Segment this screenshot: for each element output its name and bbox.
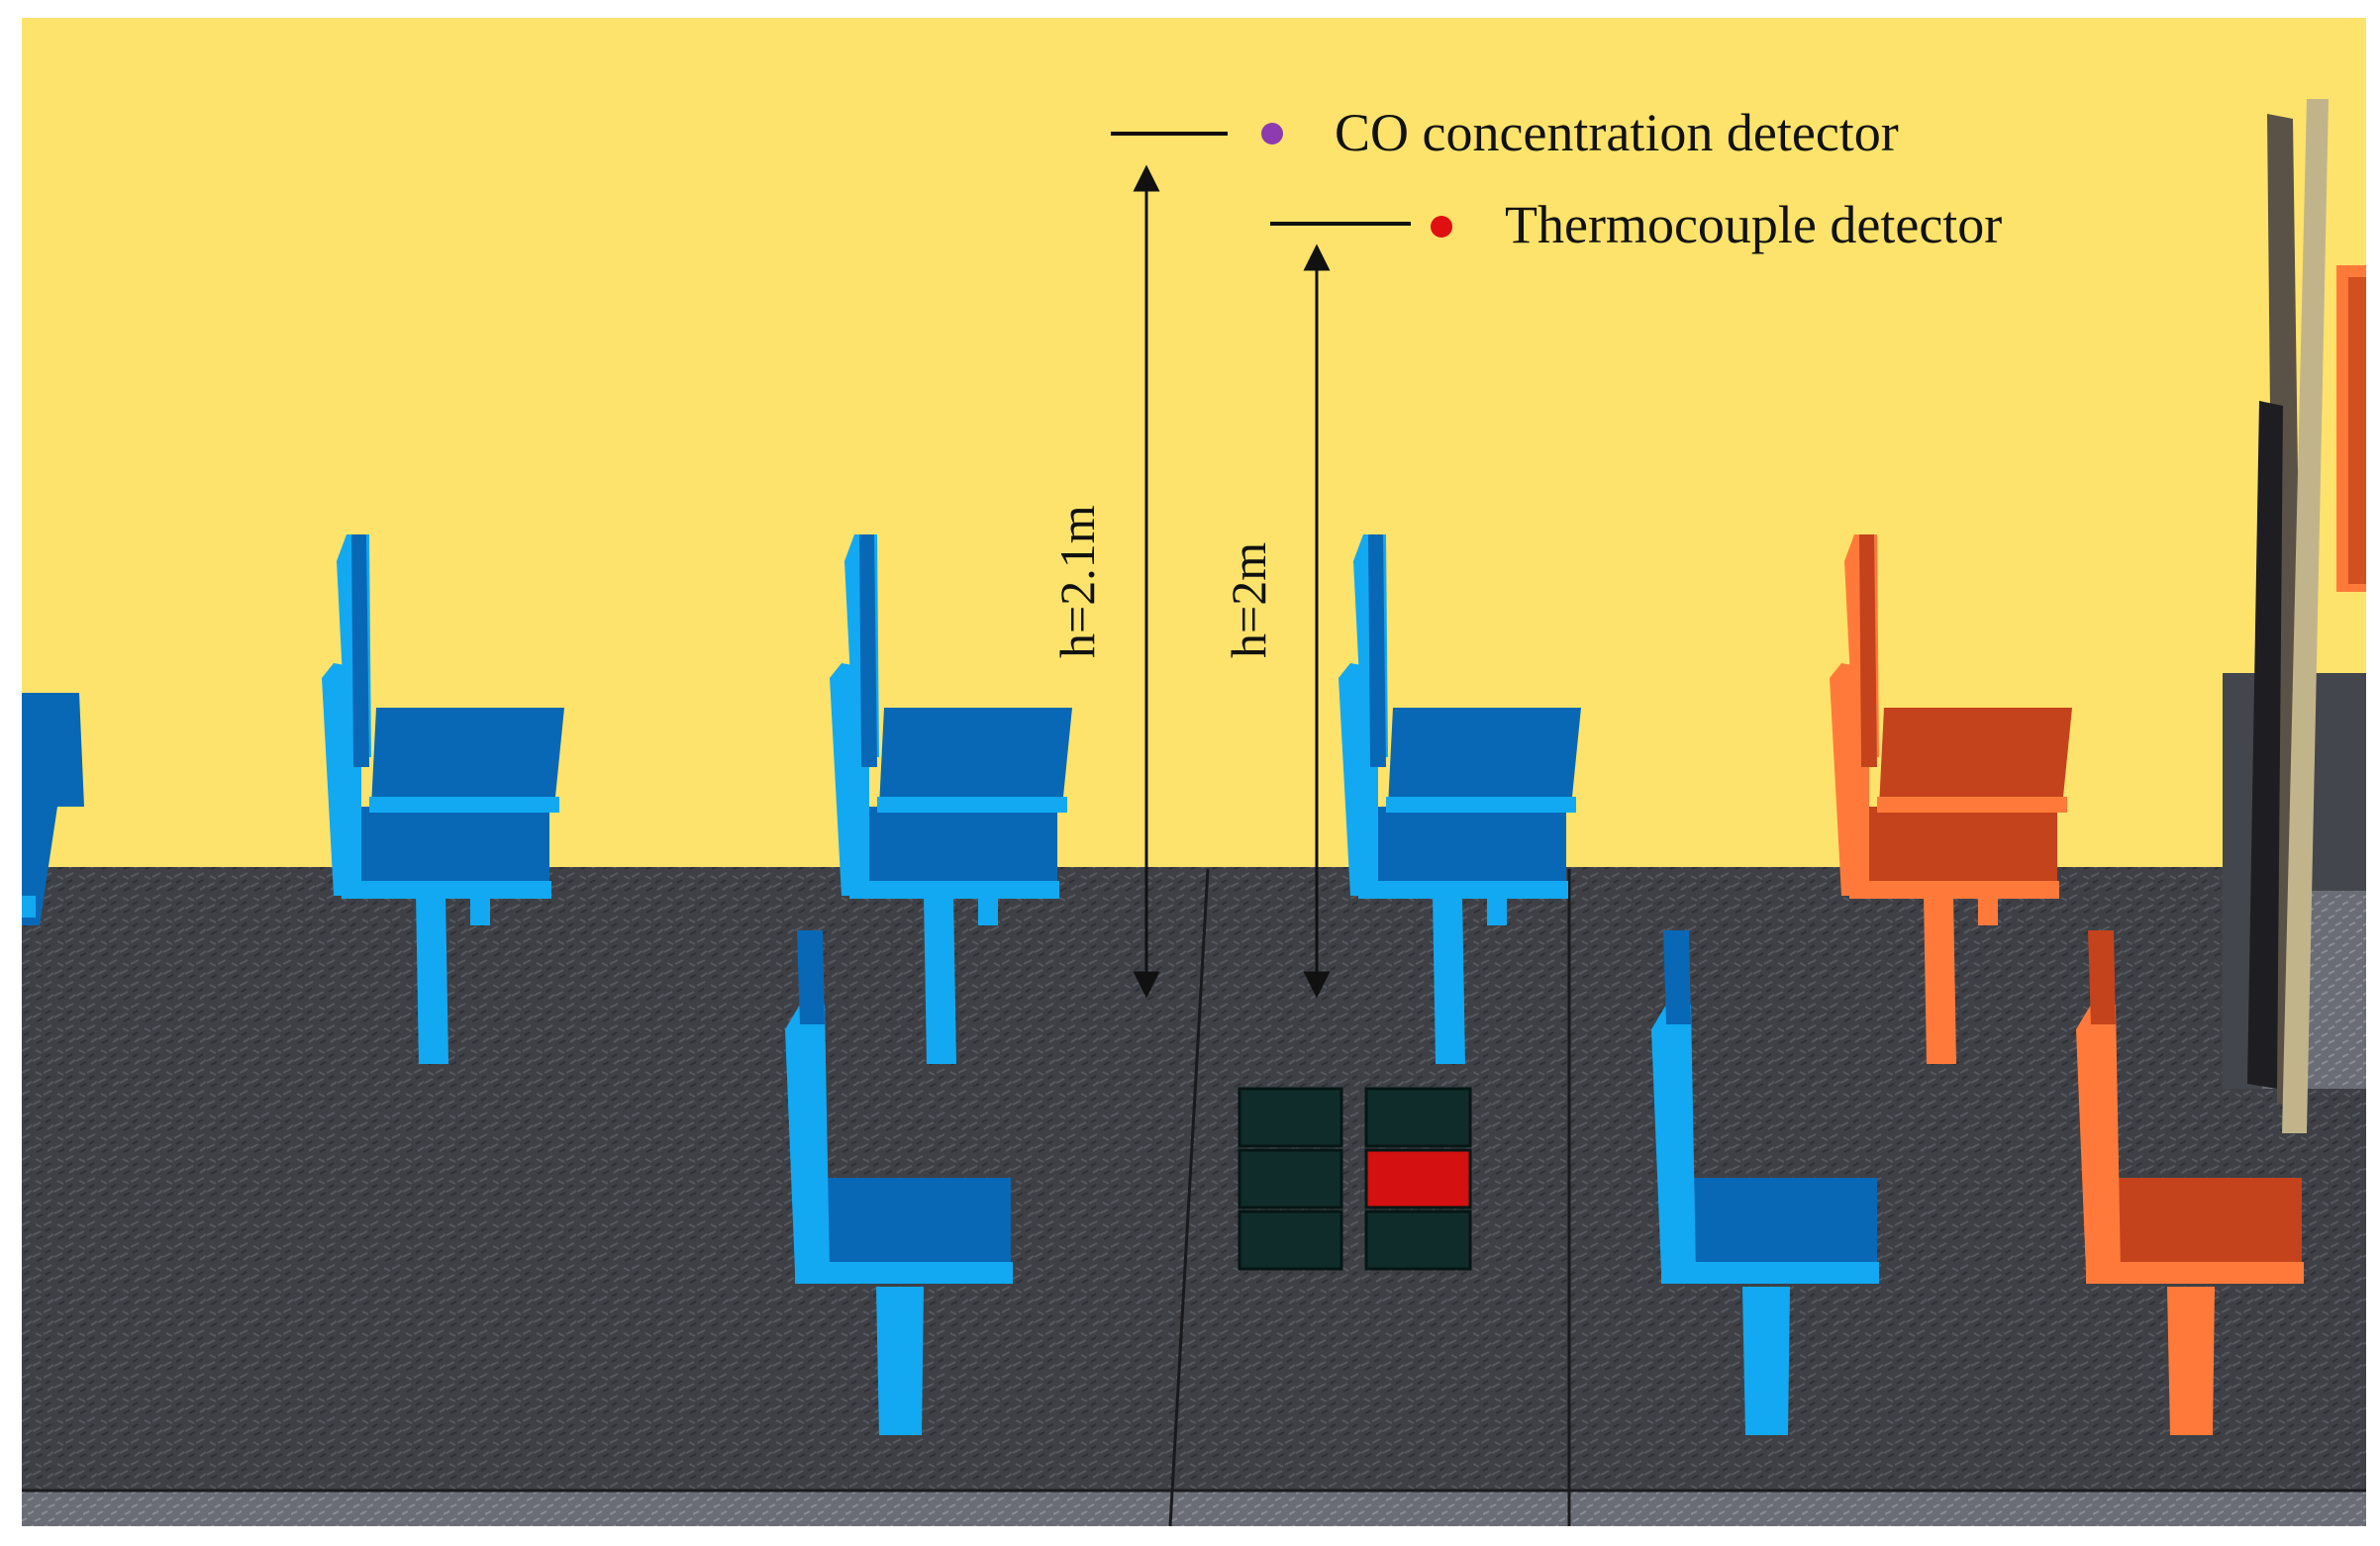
co-detector-label: CO concentration detector — [1335, 103, 1899, 162]
tc-detector-label: Thermocouple detector — [1505, 195, 2002, 254]
seat-base — [371, 708, 564, 807]
right-pole — [2282, 99, 2329, 1133]
seat-edge — [795, 1262, 1013, 1284]
seat-leg — [1742, 1287, 1790, 1435]
right-pole-dark-2 — [2247, 401, 2283, 1089]
seat-back-face — [859, 534, 877, 767]
seat-edge — [369, 797, 559, 813]
seat-back — [785, 1005, 830, 1272]
seat-base — [1689, 1178, 1877, 1277]
seat-base — [342, 807, 549, 896]
seat-edge — [1849, 881, 2059, 899]
co-detector-marker — [1261, 123, 1283, 145]
seat-leg — [470, 894, 490, 925]
seat-base — [1358, 807, 1566, 896]
seat-base — [849, 807, 1057, 896]
seat-back-top — [2088, 930, 2116, 1024]
fire-block — [1364, 1209, 1472, 1271]
co-height-label: h=2.1m — [1049, 505, 1105, 658]
seat-base — [22, 693, 84, 807]
seat-leg — [416, 894, 448, 1064]
seat-base — [1849, 807, 2057, 896]
seat-leg — [924, 894, 956, 1064]
seat-edge — [1877, 797, 2067, 813]
floor-edge-strip — [22, 1491, 2366, 1526]
seat-base — [1388, 708, 1581, 807]
seat-leg — [1433, 894, 1465, 1064]
seat-edge — [849, 881, 1059, 899]
seat-base — [879, 708, 1072, 807]
right-orange-seat-back-face — [2348, 277, 2366, 584]
seat-leg — [1978, 894, 1998, 925]
seat-edge — [22, 896, 36, 918]
seat-edge — [2086, 1262, 2304, 1284]
seat-leg — [2167, 1287, 2215, 1435]
seat-leg — [1924, 894, 1956, 1064]
seat-leg — [876, 1287, 924, 1435]
seat-base — [823, 1178, 1011, 1277]
seat-edge — [1386, 797, 1576, 813]
seat-edge — [877, 797, 1067, 813]
fire-block — [1364, 1087, 1472, 1148]
seat-edge — [342, 881, 551, 899]
tc-detector-marker — [1431, 216, 1452, 238]
seat-leg — [978, 894, 998, 925]
seat-back-top — [1663, 930, 1691, 1024]
seat-back-face — [1368, 534, 1386, 767]
floor — [22, 867, 2366, 1491]
tc-height-label: h=2m — [1221, 542, 1276, 658]
seat-edge — [1661, 1262, 1879, 1284]
seat-edge — [1358, 881, 1568, 899]
seats-group — [22, 534, 2304, 1435]
fire-block — [1238, 1148, 1343, 1209]
seat-base — [2114, 1178, 2302, 1277]
fire-source — [1238, 1087, 1472, 1271]
seat-back — [2076, 1005, 2121, 1272]
seat-base — [1879, 708, 2072, 807]
seat-back-face — [351, 534, 369, 767]
fire-block-red — [1364, 1148, 1472, 1209]
seat-leg — [1487, 894, 1507, 925]
fire-block — [1238, 1087, 1343, 1148]
seat-back — [1651, 1005, 1696, 1272]
floor-seam-left — [1168, 868, 1210, 1527]
fire-block — [1238, 1209, 1343, 1271]
seat-back-top — [797, 930, 825, 1024]
seat-back-face — [1859, 534, 1877, 767]
